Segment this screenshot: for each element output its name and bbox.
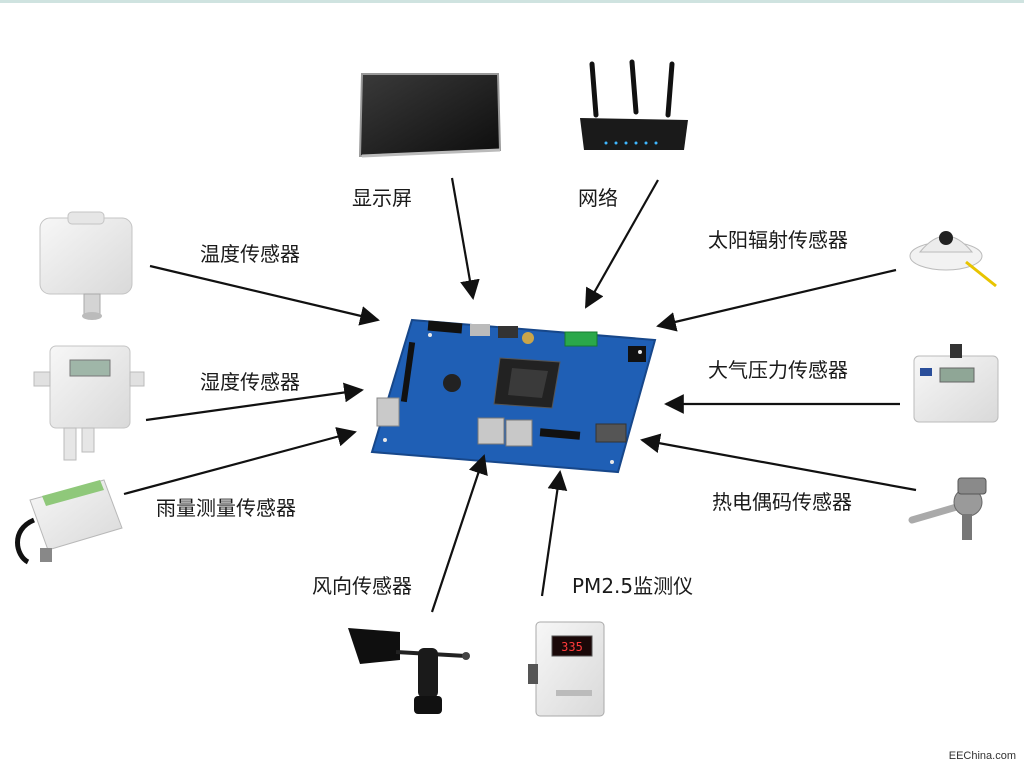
top-divider	[0, 0, 1024, 3]
thermocouple-sensor-icon	[908, 477, 987, 540]
temperature-sensor-icon	[39, 211, 133, 320]
label-solar-radiation-sensor: 太阳辐射传感器	[708, 228, 848, 252]
label-temperature-sensor: 温度传感器	[200, 242, 300, 266]
label-thermocouple-sensor: 热电偶码传感器	[712, 490, 852, 514]
arrow-pm25	[540, 470, 568, 597]
atmospheric-pressure-sensor-icon	[913, 344, 999, 423]
arrow-wind	[430, 454, 488, 613]
label-humidity-sensor: 湿度传感器	[200, 370, 300, 394]
label-pm25-monitor: PM2.5监测仪	[572, 574, 694, 598]
pm25-readout: 335	[561, 640, 583, 654]
solar-radiation-sensor-icon	[909, 231, 997, 288]
arrow-thermocouple	[640, 433, 917, 492]
arrow-solar	[656, 268, 897, 332]
arrow-network	[585, 179, 659, 309]
router-icon	[580, 59, 688, 150]
label-wind-direction-sensor: 风向传感器	[312, 574, 412, 598]
wind-direction-sensor-icon	[348, 628, 470, 714]
arrow-display	[450, 177, 480, 300]
pm25-monitor-icon: 335	[528, 621, 605, 717]
label-display: 显示屏	[352, 186, 412, 210]
label-network: 网络	[578, 186, 618, 210]
humidity-sensor-icon	[33, 345, 145, 461]
connection-arrows	[123, 177, 917, 613]
controller-board	[370, 318, 657, 474]
label-rain-sensor: 雨量测量传感器	[156, 496, 296, 520]
arrow-temperature	[149, 264, 380, 326]
label-atmospheric-pressure-sensor: 大气压力传感器	[708, 358, 848, 382]
arrow-rain	[123, 427, 357, 496]
arrow-humidity	[145, 382, 364, 422]
rain-sensor-icon	[15, 479, 123, 565]
watermark: EEChina.com	[948, 750, 1016, 762]
display-icon	[358, 73, 502, 158]
